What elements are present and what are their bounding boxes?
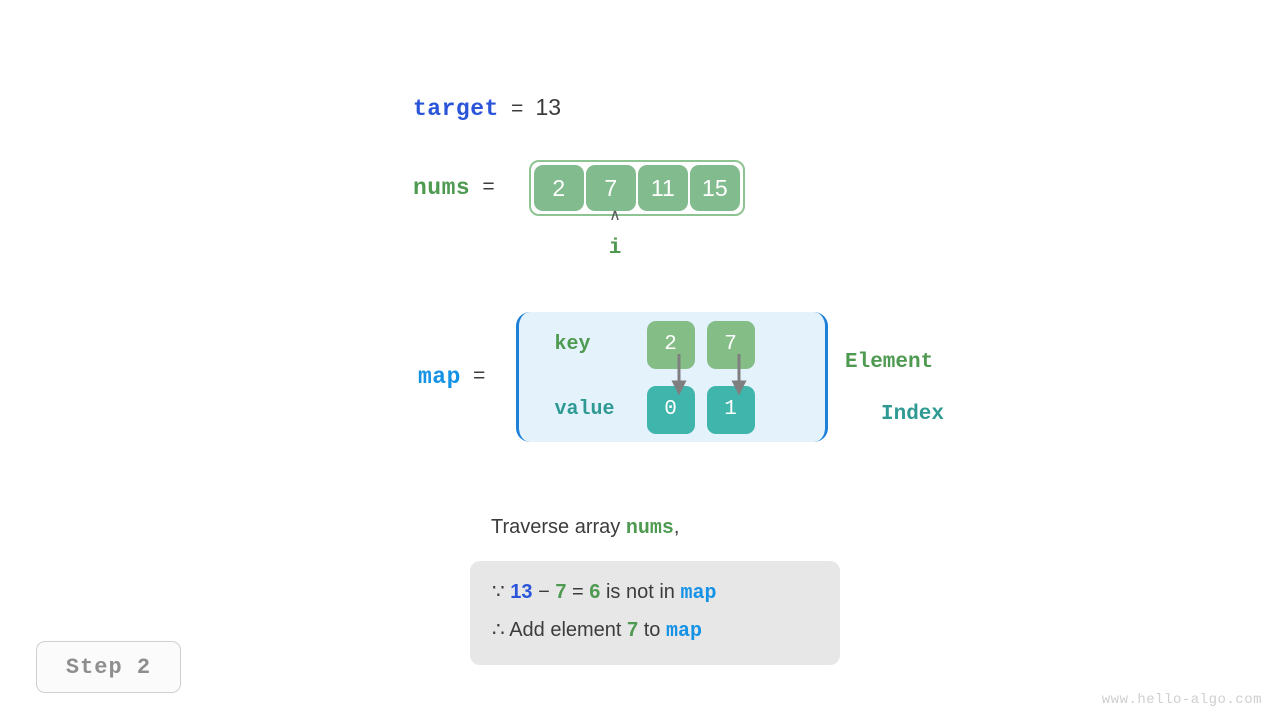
map-key-label: key <box>554 333 591 356</box>
operand-target: 13 <box>510 581 533 603</box>
map-value-label: value <box>554 398 615 421</box>
map-value-cell: 0 <box>646 385 695 434</box>
line1-tail-text: is not in <box>605 581 681 603</box>
nums-equals-sign: = <box>482 176 495 200</box>
target-row: target = 13 <box>413 94 561 122</box>
map-equals-sign: = <box>472 365 486 389</box>
target-equals-sign: = <box>510 99 524 122</box>
line2-map-word: map <box>665 620 702 643</box>
operand-result: 6 <box>589 581 601 603</box>
step-badge: Step 2 <box>36 641 181 693</box>
minus-operator: − <box>538 581 550 603</box>
explanation-title-variable: nums <box>625 517 674 540</box>
map-legend: Element Index <box>845 336 944 440</box>
map-rows: key 2 7 value 0 1 <box>555 312 755 442</box>
line2-text-before: Add element <box>509 619 628 641</box>
legend-element-label: Element <box>845 350 934 374</box>
legend-index-label: Index <box>881 402 945 426</box>
nums-variable-name: nums <box>413 175 471 201</box>
map-row: map = key 2 7 value 0 1 <box>418 312 828 442</box>
equals-operator: = <box>572 581 584 603</box>
map-key-row: key 2 7 <box>555 312 755 377</box>
explanation-title: Traverse array nums, <box>491 516 679 540</box>
map-value-cells: 0 1 <box>646 385 755 434</box>
nums-array-container: 2 7 11 15 <box>528 160 745 216</box>
map-container: key 2 7 value 0 1 <box>515 312 828 442</box>
caret-up-icon: ∧ <box>609 207 621 224</box>
map-key-cell: 2 <box>646 320 695 369</box>
explanation-box: ∵ 13 − 7 = 6 is not in map ∴ Add element… <box>470 561 840 665</box>
explanation-line-1: ∵ 13 − 7 = 6 is not in map <box>492 574 818 612</box>
map-variable-name: map <box>418 364 461 390</box>
index-pointer-group: ∧ i <box>588 207 642 261</box>
map-value-cell: 1 <box>706 385 755 434</box>
operand-current: 7 <box>555 581 567 603</box>
explanation-title-prefix: Traverse array <box>491 516 626 538</box>
because-symbol: ∵ <box>492 581 505 603</box>
therefore-symbol: ∴ <box>492 619 505 641</box>
map-value-row: value 0 1 <box>555 377 755 442</box>
nums-row: nums = 2 7 11 15 <box>413 160 745 216</box>
array-cell: 15 <box>689 165 740 211</box>
map-key-cell: 7 <box>706 320 755 369</box>
line1-map-word: map <box>680 582 717 605</box>
explanation-title-suffix: , <box>673 516 680 538</box>
explanation-line-2: ∴ Add element 7 to map <box>492 612 818 650</box>
pointer-label-i: i <box>608 237 622 260</box>
array-cell: 2 <box>533 165 584 211</box>
array-cell: 7 <box>585 165 636 211</box>
target-value: 13 <box>535 94 562 120</box>
line2-element-value: 7 <box>627 619 639 641</box>
line2-text-middle: to <box>638 619 666 641</box>
map-key-cells: 2 7 <box>646 320 755 369</box>
target-variable-name: target <box>413 96 499 122</box>
array-cell: 11 <box>637 165 688 211</box>
watermark: www.hello-algo.com <box>1101 692 1262 708</box>
